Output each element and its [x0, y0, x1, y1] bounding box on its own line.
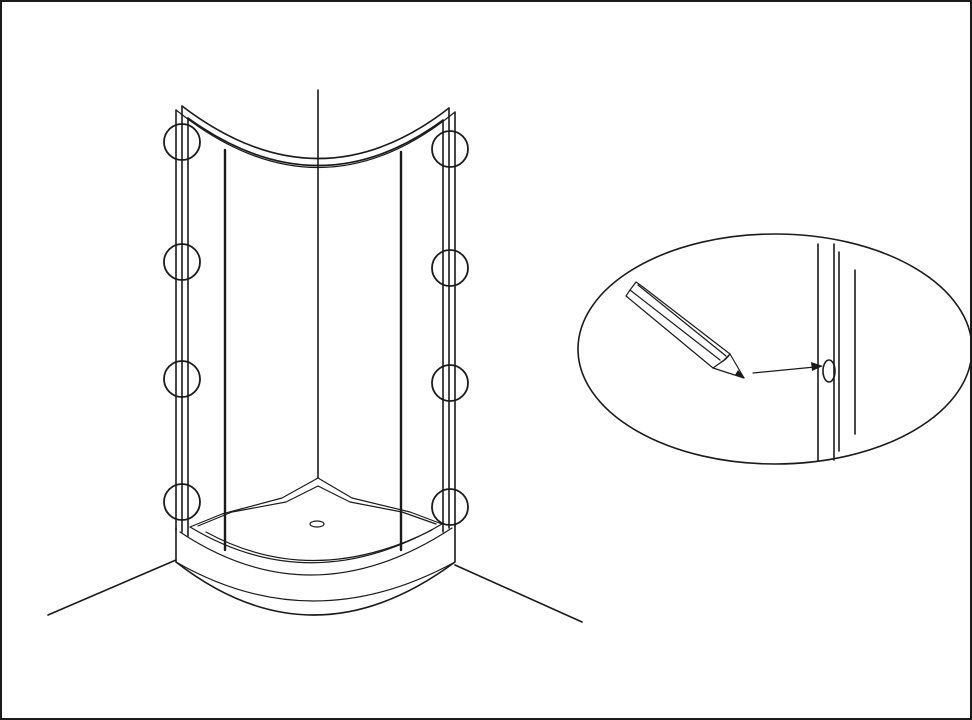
left-wall-profile [175, 105, 189, 537]
tray-rim-inner [189, 523, 443, 564]
drill-hole-icon [822, 359, 836, 383]
arrow-icon [752, 362, 823, 374]
pencil-groove-1 [629, 289, 721, 361]
mark-circle-right-4 [431, 488, 469, 526]
mark-points [163, 123, 469, 526]
pencil-icon [625, 281, 745, 379]
pencil-groove-2 [637, 284, 727, 357]
pencil-cone [712, 353, 745, 379]
tray-skirt-top [175, 561, 456, 602]
shower-enclosure [47, 89, 583, 623]
floor-wall-line-right [454, 564, 583, 623]
tray-skirt [175, 523, 456, 616]
pencil-cone-edge [720, 353, 731, 363]
mark-circle-left-4 [163, 483, 201, 521]
mark-circle-left-2 [163, 243, 201, 281]
top-rail-outer [181, 105, 450, 160]
tray-back-edge [189, 477, 443, 528]
pencil-tip [735, 370, 745, 378]
right-wall-profile [442, 107, 456, 533]
mark-circle-right-2 [431, 249, 469, 287]
drain-icon [309, 520, 325, 528]
arrow-shaft [752, 366, 816, 374]
door-panels [223, 148, 403, 552]
tray-basin-front [205, 529, 433, 562]
arrow-head [811, 362, 823, 371]
top-rail-edge [175, 109, 456, 168]
mark-circle-left-3 [163, 360, 201, 398]
shower-tray [175, 477, 456, 616]
detail-ellipse [577, 233, 972, 465]
floor-wall-line-left [47, 559, 177, 616]
mark-circle-left-1 [163, 123, 201, 161]
pencil-body [625, 281, 731, 369]
top-rail-inner [187, 117, 444, 167]
top-curved-rail [175, 105, 456, 168]
mark-circle-right-1 [431, 130, 469, 168]
mark-circle-right-3 [431, 364, 469, 402]
tray-rim-outer [179, 527, 453, 576]
detail-wall-profile [817, 243, 856, 461]
detail-view [577, 233, 972, 465]
